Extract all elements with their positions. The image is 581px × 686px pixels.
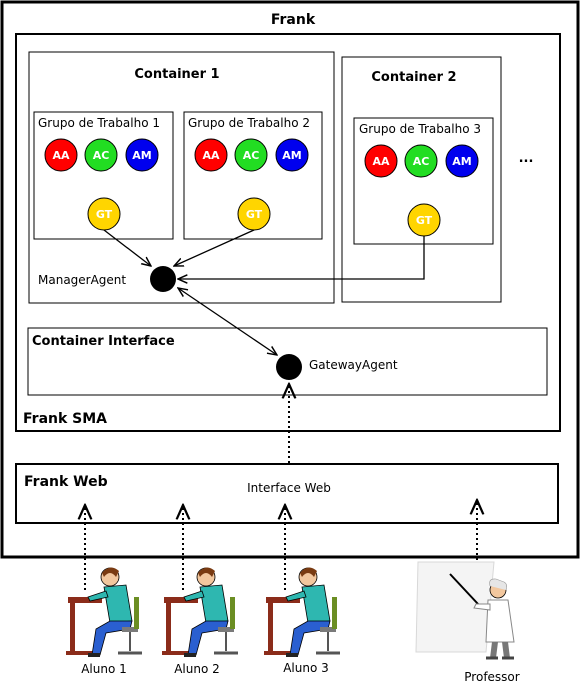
container-1-label: Container 1 [134, 67, 219, 82]
container-interface-label: Container Interface [32, 334, 175, 349]
hair-shape [102, 567, 119, 577]
group-1-agents: AA AC AM GT [44, 138, 159, 231]
arrow-manager-gateway [178, 288, 277, 355]
group-2-agents: AA AC AM GT [194, 138, 309, 231]
desk-top-shape [266, 597, 300, 603]
container-2-label: Container 2 [371, 70, 456, 85]
whiteboard-shape [415, 561, 495, 653]
agent-ac-node [84, 138, 118, 172]
agent-am-label: AM [282, 149, 301, 162]
seat-shape [218, 627, 234, 632]
agent-aa-label: AA [52, 149, 70, 162]
group-2-label: Grupo de Trabalho 2 [188, 116, 310, 130]
pants-shape [289, 620, 331, 656]
desk-foot-shape [66, 651, 96, 655]
arrow-gt2-to-manager [174, 229, 255, 266]
desk-top-shape [68, 597, 102, 603]
manager-agent-label: ManagerAgent [38, 273, 126, 287]
arm-shape [183, 590, 205, 602]
agent-gt-label: GT [96, 208, 113, 221]
agent-aa-node [44, 138, 78, 172]
professor-illustration [415, 561, 515, 660]
shirt-shape [301, 584, 331, 624]
desk-foot-shape [162, 651, 192, 655]
more-containers-ellipsis: ... [519, 151, 534, 166]
desk-leg-shape [70, 603, 75, 653]
user-label-aluno-3: Aluno 3 [283, 661, 329, 675]
lab-coat-shape [485, 599, 515, 643]
gateway-agent-node [276, 354, 302, 380]
frank-web-label: Frank Web [24, 474, 108, 490]
interface-web-label: Interface Web [247, 481, 331, 495]
student-illustration [66, 567, 142, 657]
manager-agent-node [150, 266, 176, 292]
arrow-gt3-to-manager [178, 236, 425, 279]
pointer-shape [449, 573, 479, 605]
agent-ac-node [234, 138, 268, 172]
frank-sma-label: Frank SMA [23, 411, 107, 427]
agent-ac-label: AC [413, 155, 430, 168]
agent-am-node [125, 138, 159, 172]
agent-gt-label: GT [246, 208, 263, 221]
group-3-label: Grupo de Trabalho 3 [359, 122, 481, 136]
agent-am-label: AM [452, 155, 471, 168]
group-1-label: Grupo de Trabalho 1 [38, 116, 160, 130]
chair-back-shape [332, 597, 337, 629]
desk-leg-shape [268, 603, 273, 653]
agent-aa-label: AA [372, 155, 390, 168]
shirt-shape [199, 584, 229, 624]
agent-am-node [275, 138, 309, 172]
pants-shape [91, 620, 133, 656]
desk-foot-shape [264, 651, 294, 655]
user-label-aluno-1: Aluno 1 [81, 662, 127, 676]
hair-shape [300, 567, 317, 577]
student-illustration [264, 567, 340, 657]
arrow-gt1-to-manager [103, 229, 151, 266]
pants-shape [187, 620, 229, 656]
chair-back-shape [230, 597, 235, 629]
agent-aa-label: AA [202, 149, 220, 162]
seat-shape [320, 627, 336, 632]
professor-arm-shape [473, 603, 491, 611]
student-illustration [162, 567, 238, 657]
professor-hair-shape [489, 578, 507, 591]
seat-shape [122, 627, 138, 632]
user-label-professor: Professor [464, 670, 519, 684]
arm-shape [285, 590, 307, 602]
frank-title: Frank [271, 12, 316, 28]
arm-shape [87, 590, 109, 602]
desk-leg-shape [166, 603, 171, 653]
chair-back-shape [134, 597, 139, 629]
hair-shape [198, 567, 215, 577]
professor-legs-shape [490, 642, 510, 658]
agent-ac-label: AC [243, 149, 260, 162]
desk-top-shape [164, 597, 198, 603]
agent-gt-label: GT [416, 214, 433, 227]
gateway-agent-label: GatewayAgent [309, 358, 398, 372]
agent-am-label: AM [132, 149, 151, 162]
agent-aa-node [194, 138, 228, 172]
group-3-agents: AA AC AM GT [364, 144, 479, 237]
agent-aa-node [364, 144, 398, 178]
shirt-shape [103, 584, 133, 624]
user-label-aluno-2: Aluno 2 [174, 662, 220, 676]
agent-am-node [445, 144, 479, 178]
agent-ac-node [404, 144, 438, 178]
agent-ac-label: AC [93, 149, 110, 162]
